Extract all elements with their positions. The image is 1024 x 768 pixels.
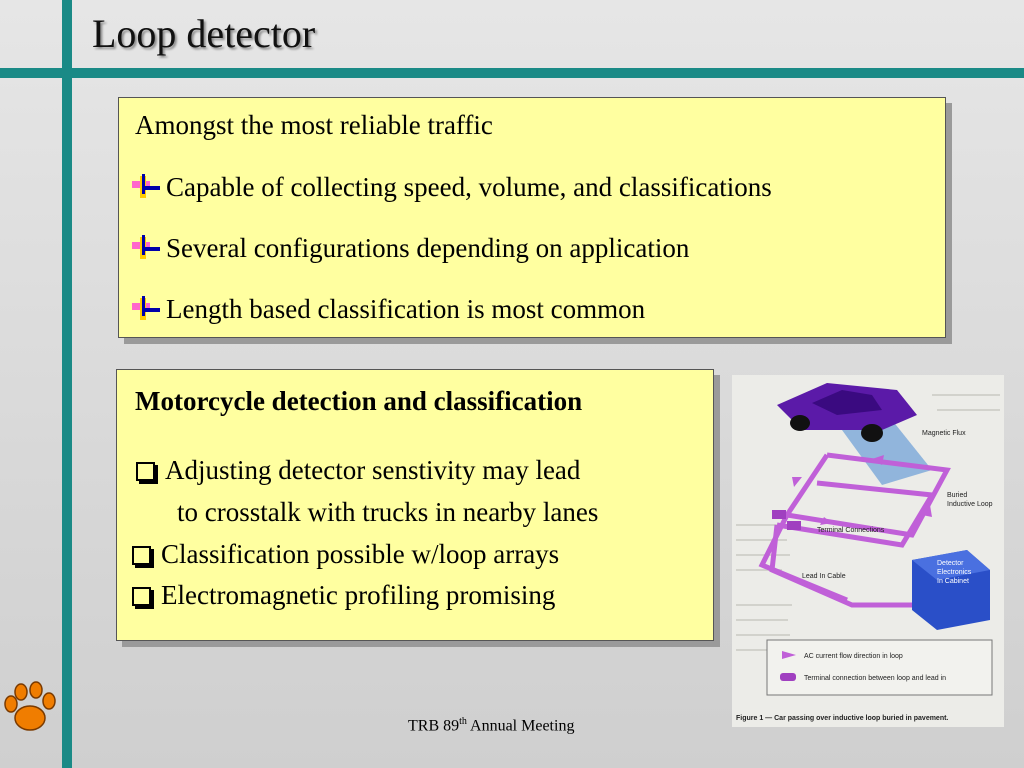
paw-logo xyxy=(0,676,62,738)
detector-cabinet-shape xyxy=(912,550,990,630)
checkbox-item: Electromagnetic profiling promising xyxy=(132,580,555,611)
checkbox-icon xyxy=(132,587,151,606)
car-shape xyxy=(777,383,917,442)
label-buried-1: Buried xyxy=(947,492,967,499)
vertical-accent-line xyxy=(62,0,72,768)
checkbox-text: Adjusting detector senstivity may lead xyxy=(165,455,581,485)
label-terminal: Terminal Connections xyxy=(817,527,885,534)
checkbox-icon xyxy=(132,546,151,565)
label-lead-in: Lead In Cable xyxy=(802,573,846,580)
motorcycle-box xyxy=(116,369,714,641)
figure-legend xyxy=(766,639,993,696)
bullet-text: Length based classification is most comm… xyxy=(166,294,646,324)
inductive-loop-figure: Magnetic Flux Buried Inductive Loop Term… xyxy=(732,375,1004,727)
reliability-box xyxy=(118,97,946,338)
bullet-text: Capable of collecting speed, volume, and… xyxy=(166,172,772,202)
label-detector-2: Electronics xyxy=(937,569,972,576)
checkbox-icon xyxy=(136,462,155,481)
checkbox-item: Classification possible w/loop arrays xyxy=(132,539,559,570)
checkbox-text: Electromagnetic profiling promising xyxy=(161,580,556,610)
reliability-intro: Amongst the most reliable traffic xyxy=(135,110,493,140)
slide-title: Loop detector xyxy=(92,11,316,56)
bullet-item: Several configurations depending on appl… xyxy=(130,233,689,264)
checkbox-text: Classification possible w/loop arrays xyxy=(161,539,560,569)
label-magnetic-flux: Magnetic Flux xyxy=(922,430,966,437)
bullet-marker-icon xyxy=(130,172,160,200)
legend-terminal: Terminal connection between loop and lea… xyxy=(804,675,946,682)
motorcycle-heading: Motorcycle detection and classification xyxy=(135,386,583,416)
label-detector-3: In Cabinet xyxy=(937,578,969,585)
footer-text: TRB 89 xyxy=(408,717,460,735)
footer-rest: Annual Meeting xyxy=(466,717,575,735)
bullet-item: Capable of collecting speed, volume, and… xyxy=(130,172,772,203)
bullet-text: Several configurations depending on appl… xyxy=(166,233,690,263)
checkbox-item-continuation: to crosstalk with trucks in nearby lanes xyxy=(177,497,599,527)
bullet-marker-icon xyxy=(130,294,160,322)
checkbox-item: Adjusting detector senstivity may lead xyxy=(136,455,580,486)
figure-caption: Figure 1 — Car passing over inductive lo… xyxy=(736,715,948,722)
label-buried-2: Inductive Loop xyxy=(947,501,993,508)
footer-sup: th xyxy=(459,716,467,727)
horizontal-accent-line xyxy=(0,68,1024,78)
footer: TRB 89th Annual Meeting xyxy=(408,716,574,735)
bullet-marker-icon xyxy=(130,233,160,261)
bullet-item: Length based classification is most comm… xyxy=(130,294,645,325)
label-detector-1: Detector xyxy=(937,560,964,567)
legend-ac-flow: AC current flow direction in loop xyxy=(804,653,903,660)
